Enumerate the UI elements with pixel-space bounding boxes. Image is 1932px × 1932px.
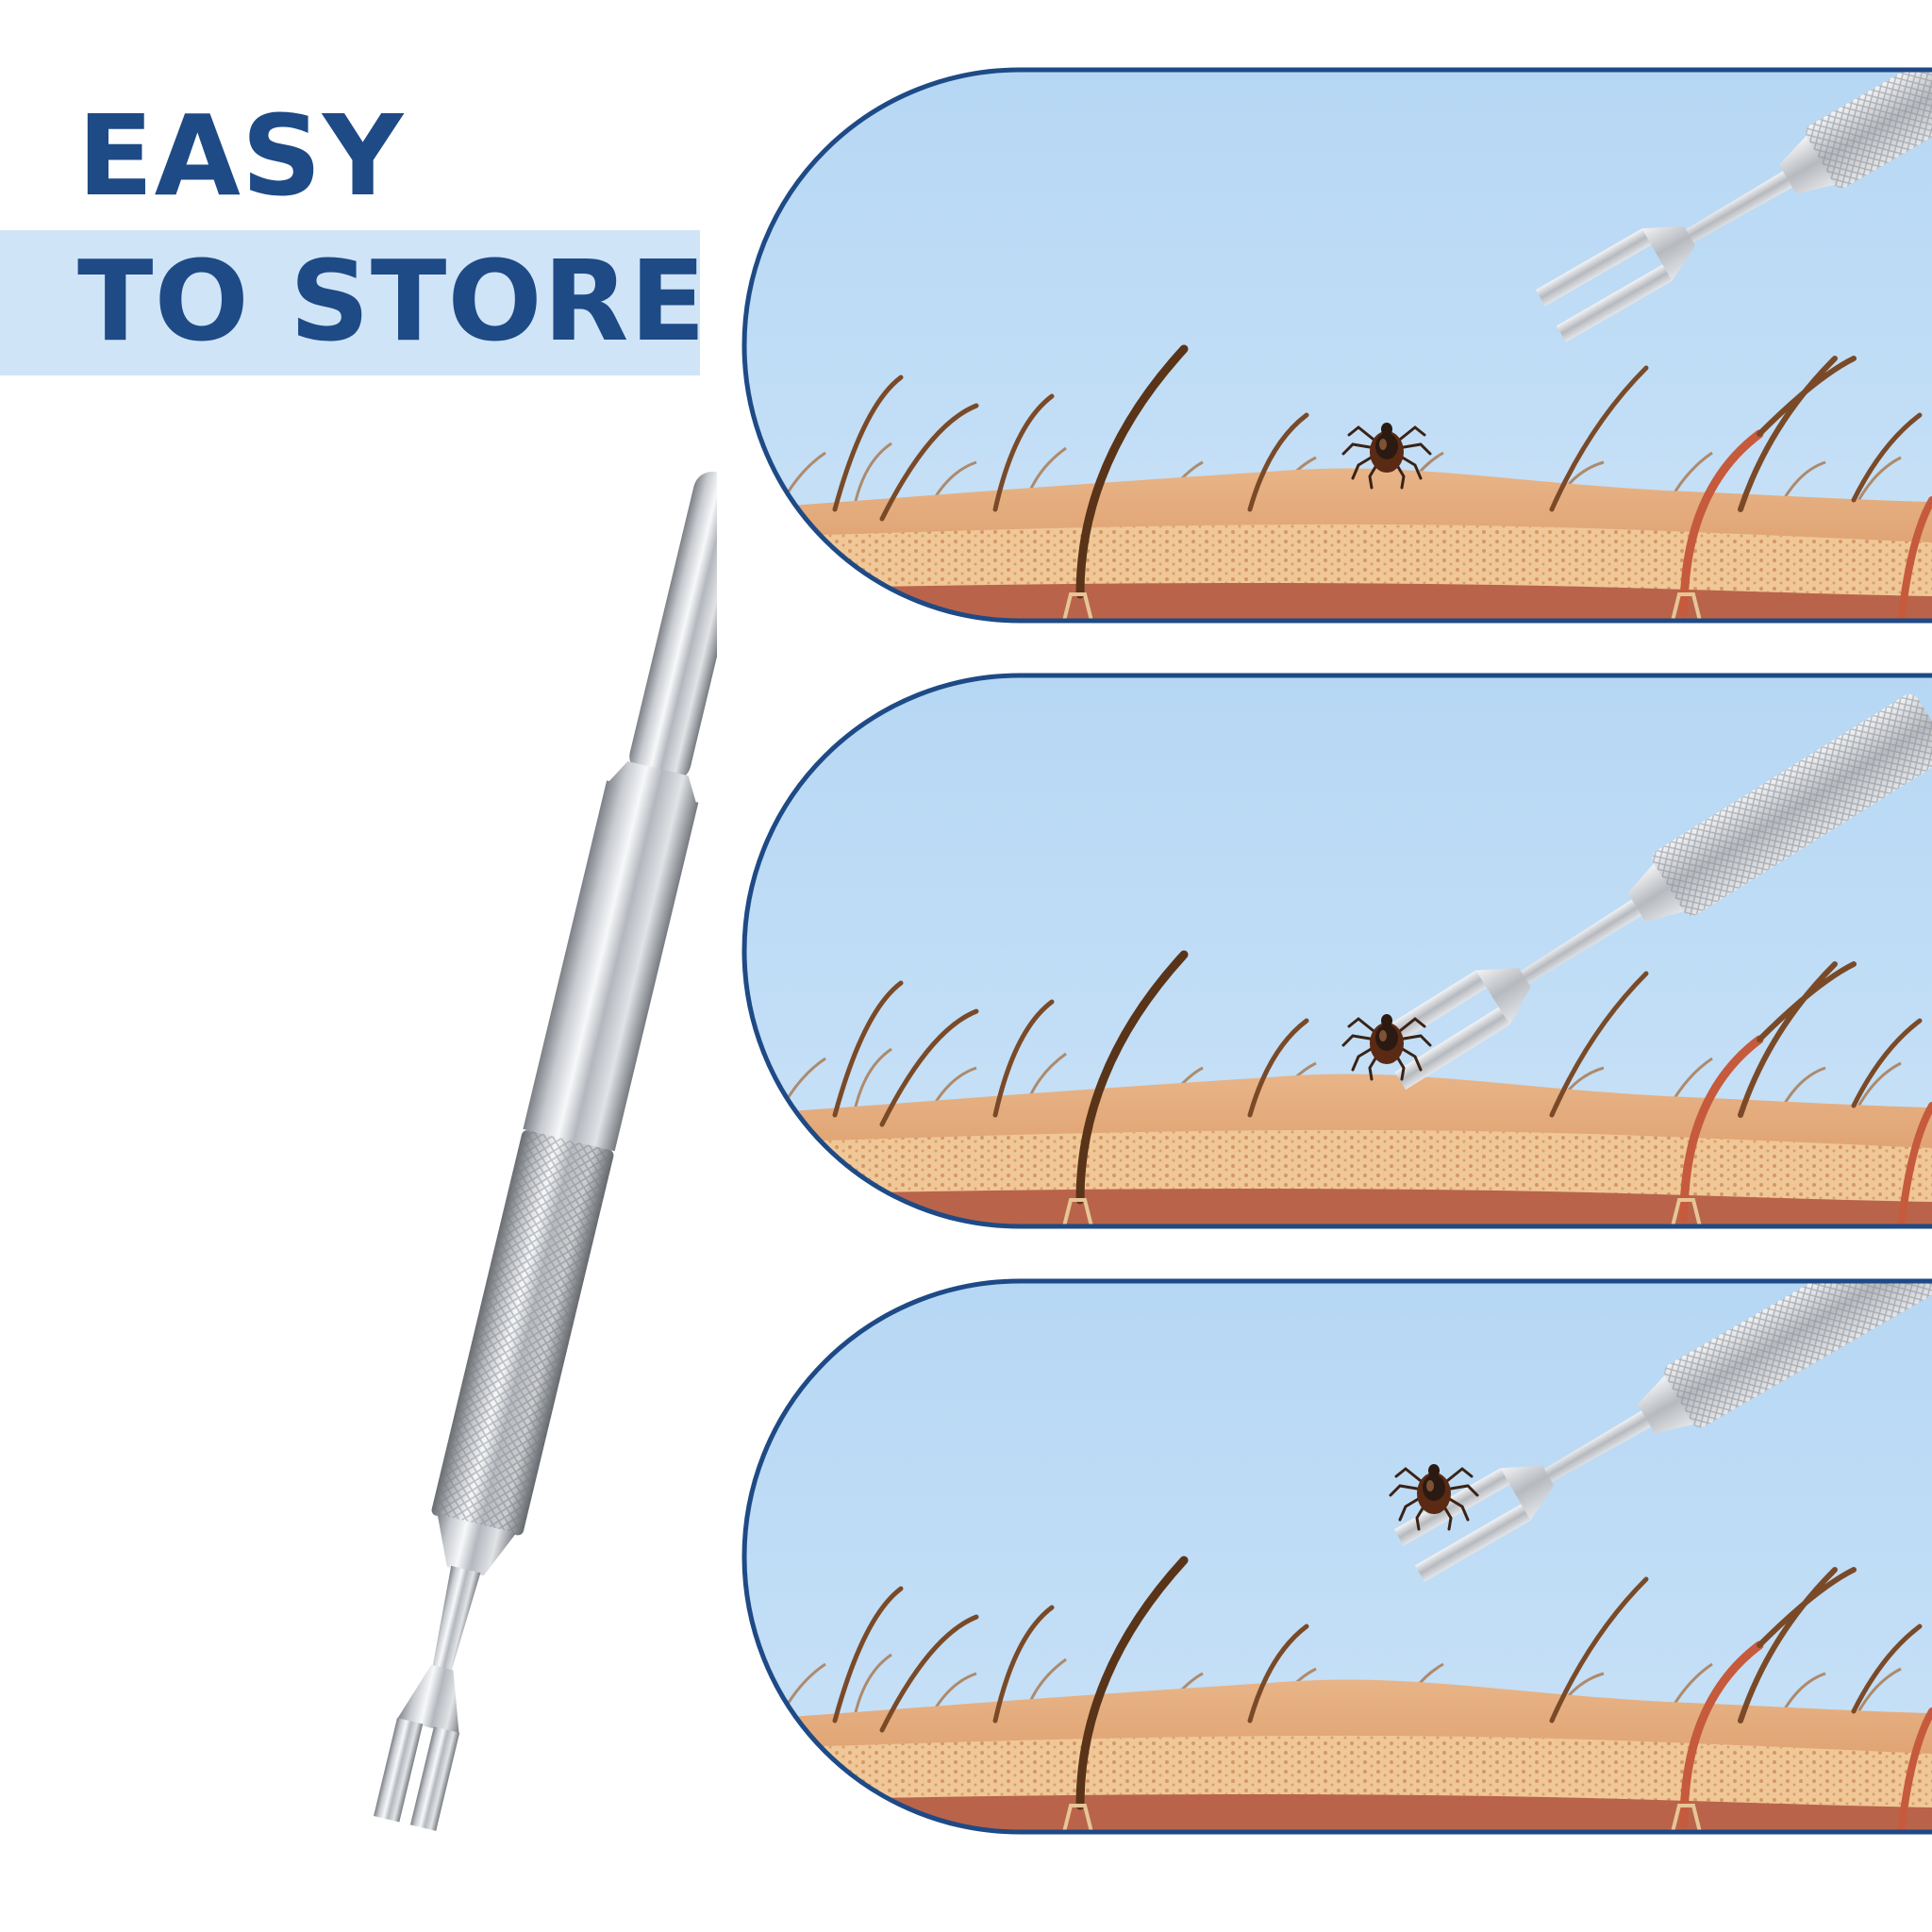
panel-border: [741, 67, 1932, 624]
step-panel-lift: [741, 1277, 1932, 1836]
tick-removal-tool-image: [374, 471, 717, 1831]
headline-line-1: EASY: [77, 91, 405, 221]
tool-fork-base: [396, 1664, 459, 1735]
tool-cap-rod: [629, 471, 717, 782]
headline-line-2: TO STORE: [77, 236, 708, 366]
tool-fork-tine-left: [374, 1717, 424, 1823]
tool-hooking: [1372, 693, 1932, 1091]
step-panel-approach: [741, 66, 1932, 625]
headline-highlight-band: [0, 230, 700, 375]
tool-fork-tine-right: [409, 1726, 460, 1831]
panel-border: [741, 1278, 1932, 1835]
panel-border: [741, 673, 1932, 1229]
headline: EASY TO STORE: [0, 0, 717, 396]
tool-lifting: [1393, 1281, 1932, 1582]
tool-approaching: [1535, 70, 1932, 342]
step-panel-hook: [741, 672, 1932, 1230]
tool-barrel: [523, 780, 699, 1152]
